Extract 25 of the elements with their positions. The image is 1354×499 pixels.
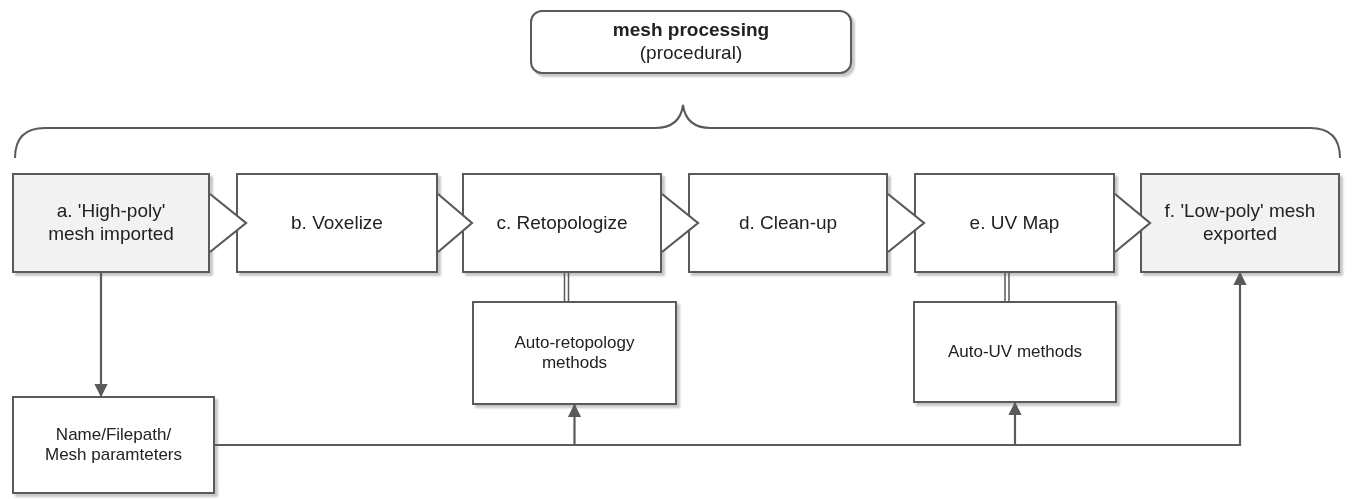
process-box — [1140, 173, 1340, 273]
parameter-box — [12, 396, 215, 494]
method-box — [472, 301, 677, 405]
method-box — [913, 301, 1117, 403]
box-label: b. Voxelize — [291, 211, 383, 235]
chevron-arrow — [886, 192, 926, 254]
box-label: f. 'Low-poly' mesh exported — [1163, 200, 1317, 246]
heading-box — [530, 10, 852, 74]
double-connector — [1004, 272, 1010, 302]
box-label: Auto-UV methods — [947, 341, 1083, 363]
box-label: e. UV Map — [969, 211, 1060, 235]
process-box — [12, 173, 210, 273]
chevron-arrow — [1113, 192, 1152, 254]
chevron-arrow — [436, 192, 474, 254]
chevron-arrow — [660, 192, 700, 254]
box-label: Auto-retopology methods — [513, 332, 636, 374]
heading: mesh processing — [612, 19, 770, 42]
box-label: Name/Filepath/ Mesh paramteters — [44, 424, 183, 466]
subheading: (procedural) — [639, 42, 743, 65]
box-label: d. Clean-up — [738, 211, 838, 235]
double-connector — [563, 272, 570, 302]
chevron-arrow — [208, 192, 248, 254]
box-label: c. Retopologize — [496, 211, 628, 235]
box-label: a. 'High-poly' mesh imported — [47, 200, 175, 246]
arrow — [94, 273, 108, 398]
